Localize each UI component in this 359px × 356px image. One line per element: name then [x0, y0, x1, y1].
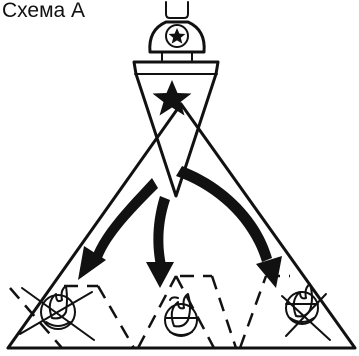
commander-icon [150, 2, 204, 60]
fire-target-icon [282, 284, 330, 340]
command-banner [134, 62, 218, 196]
arrow-right-head [256, 256, 282, 288]
fire-target-icon [165, 294, 197, 336]
arrow-middle [153, 196, 170, 266]
arrow-middle-head [146, 262, 174, 288]
arrow-left [93, 178, 158, 258]
arrow-right [176, 166, 272, 262]
small-star-icon [169, 28, 186, 44]
